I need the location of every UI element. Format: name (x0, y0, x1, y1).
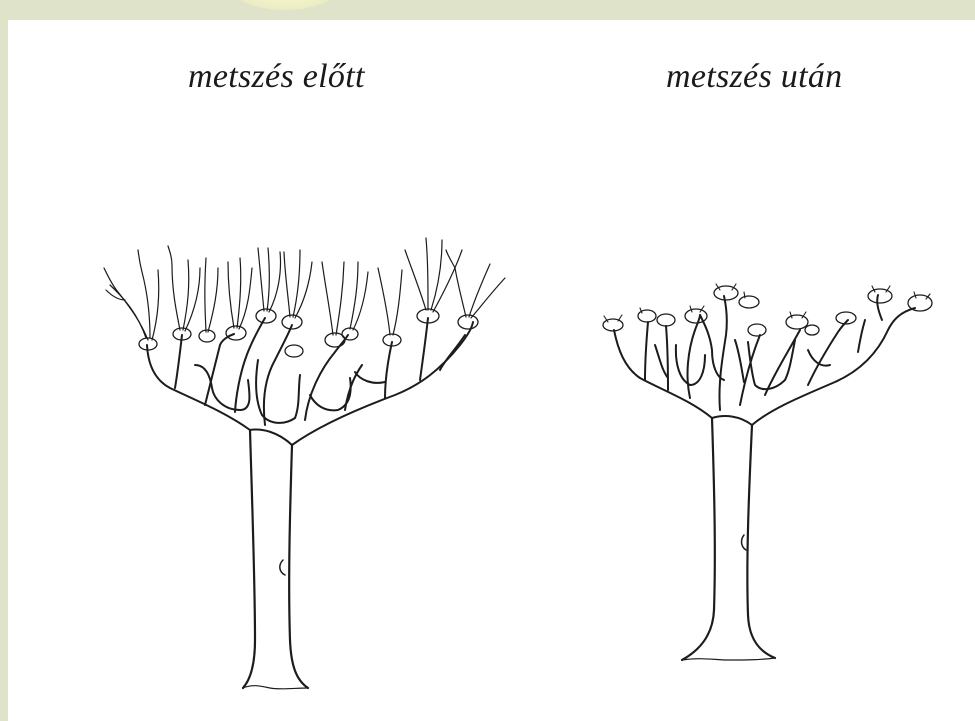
trunk-after (682, 418, 775, 660)
main-branches-after (614, 295, 915, 425)
spurs-after (603, 286, 932, 336)
